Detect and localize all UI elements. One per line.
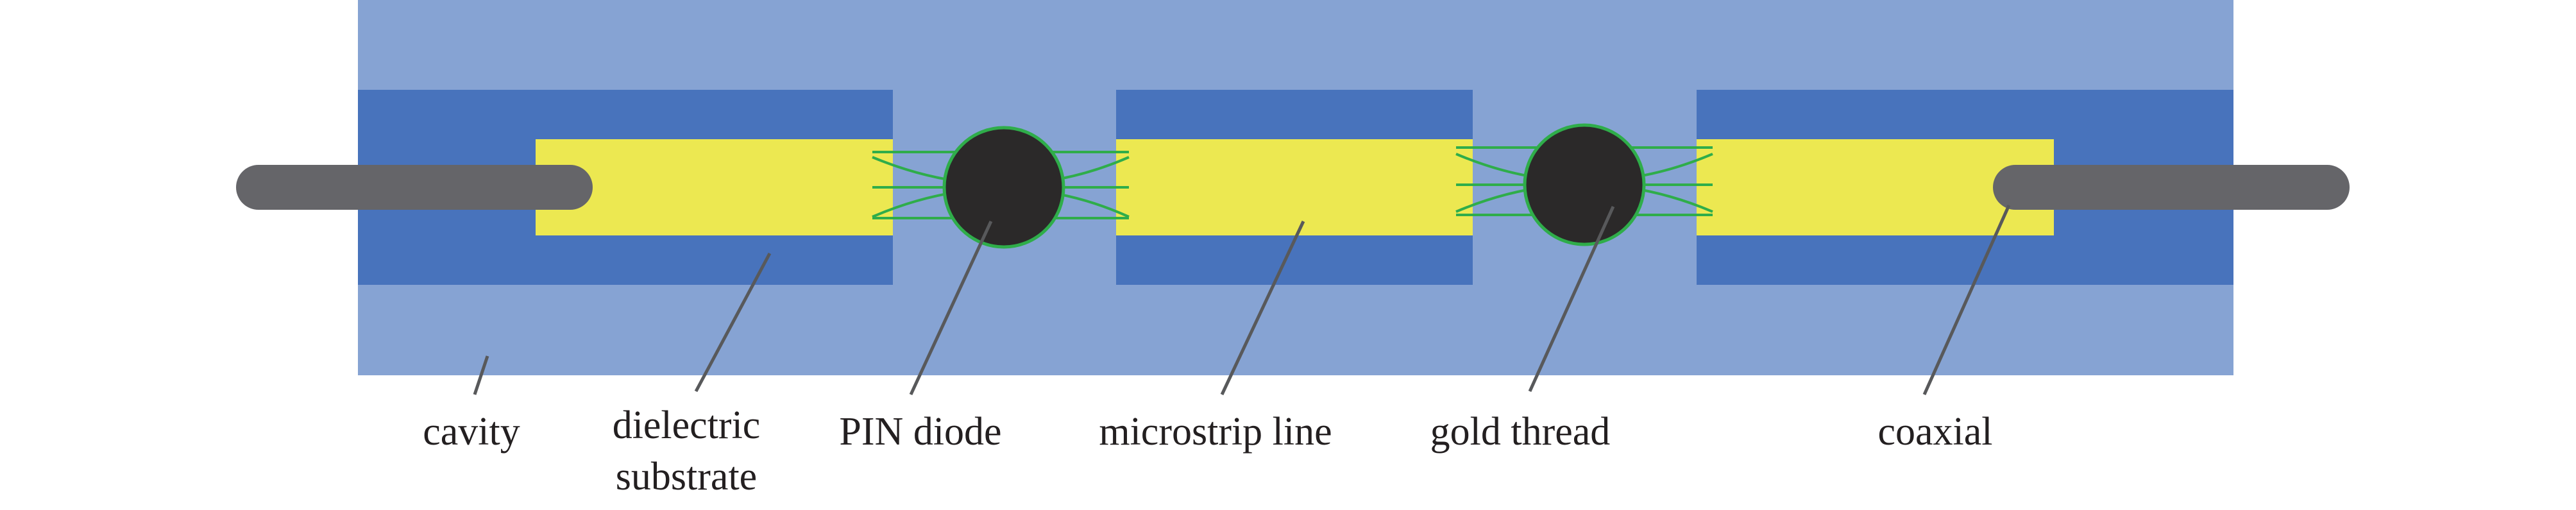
coax-left [236, 165, 593, 210]
leader-coaxial [1922, 204, 2011, 396]
leader-gold-thread [1528, 205, 1615, 393]
microstrip-middle [1116, 139, 1473, 235]
label-gold-thread: gold thread [1430, 410, 1611, 454]
leader-cavity [473, 355, 489, 395]
leader-dielectric [694, 252, 772, 393]
microstrip-left [536, 139, 893, 235]
leader-pin-diode [909, 220, 993, 396]
coax-right [1993, 165, 2350, 210]
label-coaxial: coaxial [1877, 410, 1992, 454]
label-dielectric-line2: substrate [616, 455, 757, 498]
label-dielectric-line1: dielectric [613, 404, 761, 447]
label-microstrip-line: microstrip line [1099, 410, 1332, 454]
leader-microstrip [1220, 220, 1305, 396]
label-pin-diode: PIN diode [839, 410, 1001, 454]
pin-diode-right [1523, 123, 1646, 246]
pin-diode-left [942, 126, 1065, 249]
label-cavity: cavity [423, 410, 520, 454]
